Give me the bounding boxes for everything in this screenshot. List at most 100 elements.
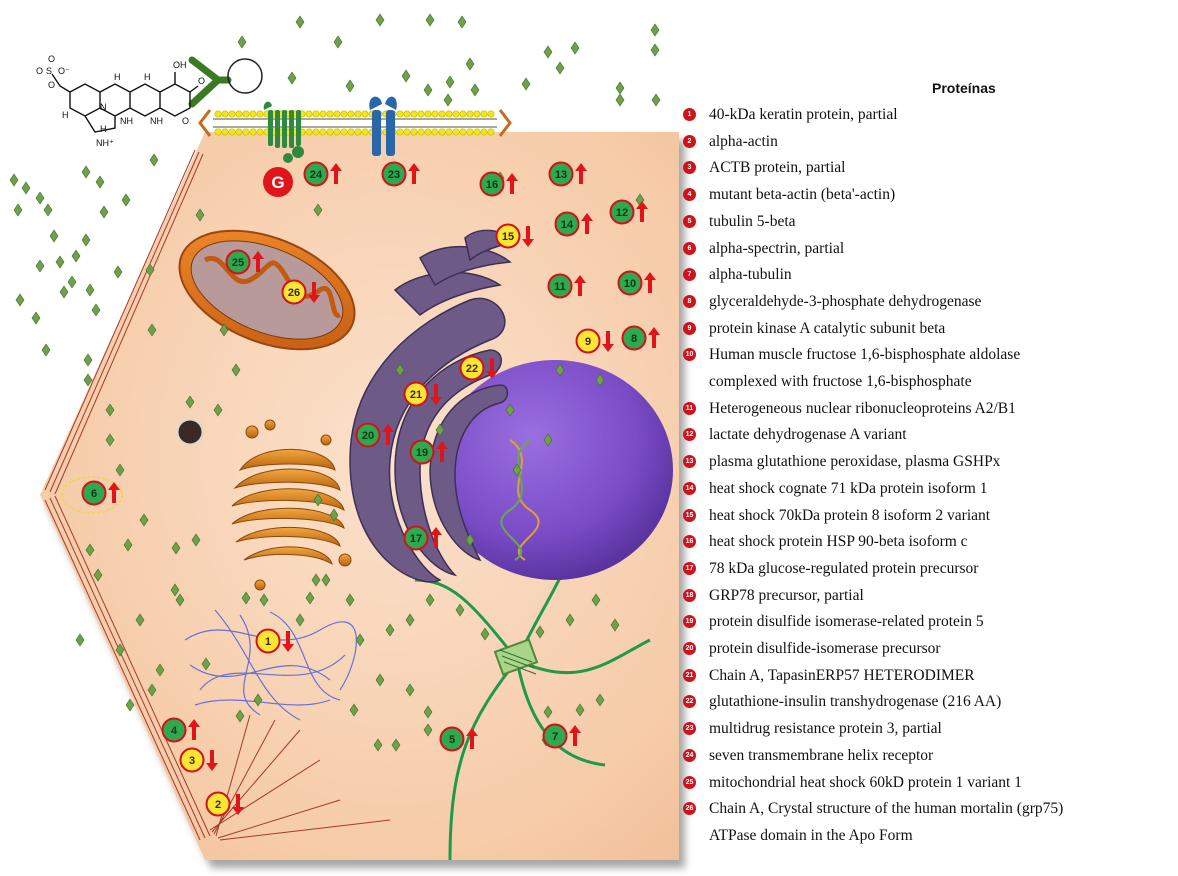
marker-2: 2 (207, 793, 245, 816)
marker-number: 21 (410, 389, 422, 401)
vesicle (177, 419, 203, 445)
lipid-head (320, 129, 326, 135)
legend-label: heat shock protein HSP 90-beta isoform c (709, 531, 968, 553)
lipid-head (313, 111, 319, 117)
lipid-head (439, 129, 445, 135)
lipid-head (257, 111, 263, 117)
lipid-head (481, 111, 487, 117)
lipid-head (348, 129, 354, 135)
lipid-head (404, 129, 410, 135)
legend-bullet-icon: 23 (683, 722, 696, 735)
drug-molecule (122, 194, 130, 206)
marker-number: 20 (362, 430, 374, 442)
lipid-head (306, 111, 312, 117)
lipid-head (222, 129, 228, 135)
drug-molecule (150, 154, 158, 166)
drug-molecule (42, 344, 50, 356)
drug-molecule (32, 312, 40, 324)
drug-molecule (14, 204, 22, 216)
legend-bullet-icon: 15 (683, 509, 696, 522)
legend-label: mitochondrial heat shock 60kD protein 1 … (709, 772, 1022, 794)
legend-label-continued: ATPase domain in the Apo Form (709, 825, 913, 851)
marker-number: 22 (466, 363, 478, 375)
lipid-head (250, 111, 256, 117)
lipid-head (306, 129, 312, 135)
marker-number: 9 (585, 336, 591, 348)
marker-26: 26 (283, 281, 321, 304)
chemical-labels: OOSO⁻OHHOHONHNHOHNNH⁺H (36, 54, 205, 148)
legend-title: Proteínas (932, 80, 996, 96)
g-protein-label: G (271, 173, 284, 192)
drug-molecule (426, 14, 434, 26)
lipid-head (236, 129, 242, 135)
drug-molecule (92, 304, 100, 316)
lipid-head (425, 129, 431, 135)
drug-molecule (86, 284, 94, 296)
lipid-head (397, 129, 403, 135)
marker-number: 6 (91, 488, 97, 500)
drug-molecule (651, 24, 659, 36)
legend-label-continued: complexed with fructose 1,6-bisphosphate (709, 371, 972, 397)
marker-number: 3 (189, 755, 195, 767)
drug-molecule (84, 354, 92, 366)
marker-24: 24 (305, 163, 343, 186)
atom-label: OH (173, 60, 187, 70)
drug-molecule (544, 46, 552, 58)
marker-number: 7 (552, 731, 558, 743)
lipid-head (355, 111, 361, 117)
marker-number: 13 (555, 169, 567, 181)
drug-molecule (10, 174, 18, 186)
legend-bullet-icon: 9 (683, 322, 696, 335)
lipid-head (250, 129, 256, 135)
lipid-head (460, 129, 466, 135)
lipid-head (334, 111, 340, 117)
drug-molecule (76, 634, 84, 646)
drug-molecule (16, 294, 24, 306)
drug-molecule (36, 192, 44, 204)
legend-label: seven transmembrane helix receptor (709, 745, 933, 767)
atom-label: NH (120, 116, 133, 126)
marker-10: 10 (619, 272, 657, 295)
lipid-head (341, 111, 347, 117)
marker-5: 5 (441, 728, 479, 751)
legend-bullet-icon: 2 (683, 135, 696, 148)
legend-label: tubulin 5-beta (709, 211, 796, 233)
drug-molecule (444, 94, 452, 106)
lipid-head (432, 111, 438, 117)
marker-1: 1 (257, 630, 295, 653)
legend-label: multidrug resistance protein 3, partial (709, 718, 942, 740)
marker-8: 8 (623, 327, 661, 350)
marker-3: 3 (181, 749, 219, 772)
drug-molecule (652, 94, 660, 106)
legend-label: Human muscle fructose 1,6-bisphosphate a… (709, 344, 1020, 366)
legend-label: Chain A, TapasinERP57 HETERODIMER (709, 665, 975, 687)
lipid-head (362, 111, 368, 117)
legend-label: protein kinase A catalytic subunit beta (709, 318, 945, 340)
plasma-membrane (200, 110, 510, 136)
legend-label: alpha-spectrin, partial (709, 238, 844, 260)
atom-label: S (46, 66, 52, 76)
drug-molecule (346, 80, 354, 92)
lipid-head (453, 111, 459, 117)
atom-label: H (100, 124, 107, 134)
drug-molecule (238, 36, 246, 48)
legend-label: plasma glutathione peroxidase, plasma GS… (709, 451, 1000, 473)
drug-molecule (458, 16, 466, 28)
marker-6: 6 (83, 482, 121, 505)
drug-molecule (296, 16, 304, 28)
marker-number: 24 (310, 169, 323, 181)
lipid-head (446, 111, 452, 117)
drug-molecule (126, 699, 134, 711)
drug-molecule (556, 62, 564, 74)
marker-number: 25 (232, 257, 244, 269)
marker-number: 17 (410, 533, 422, 545)
marker-number: 11 (554, 281, 566, 293)
lipid-head (257, 129, 263, 135)
atom-label: H (144, 72, 151, 82)
legend-bullet-icon: 6 (683, 242, 696, 255)
lipid-head (355, 129, 361, 135)
lipid-head (481, 129, 487, 135)
marker-22: 22 (461, 357, 499, 380)
marker-16: 16 (481, 173, 519, 196)
lipid-head (418, 129, 424, 135)
